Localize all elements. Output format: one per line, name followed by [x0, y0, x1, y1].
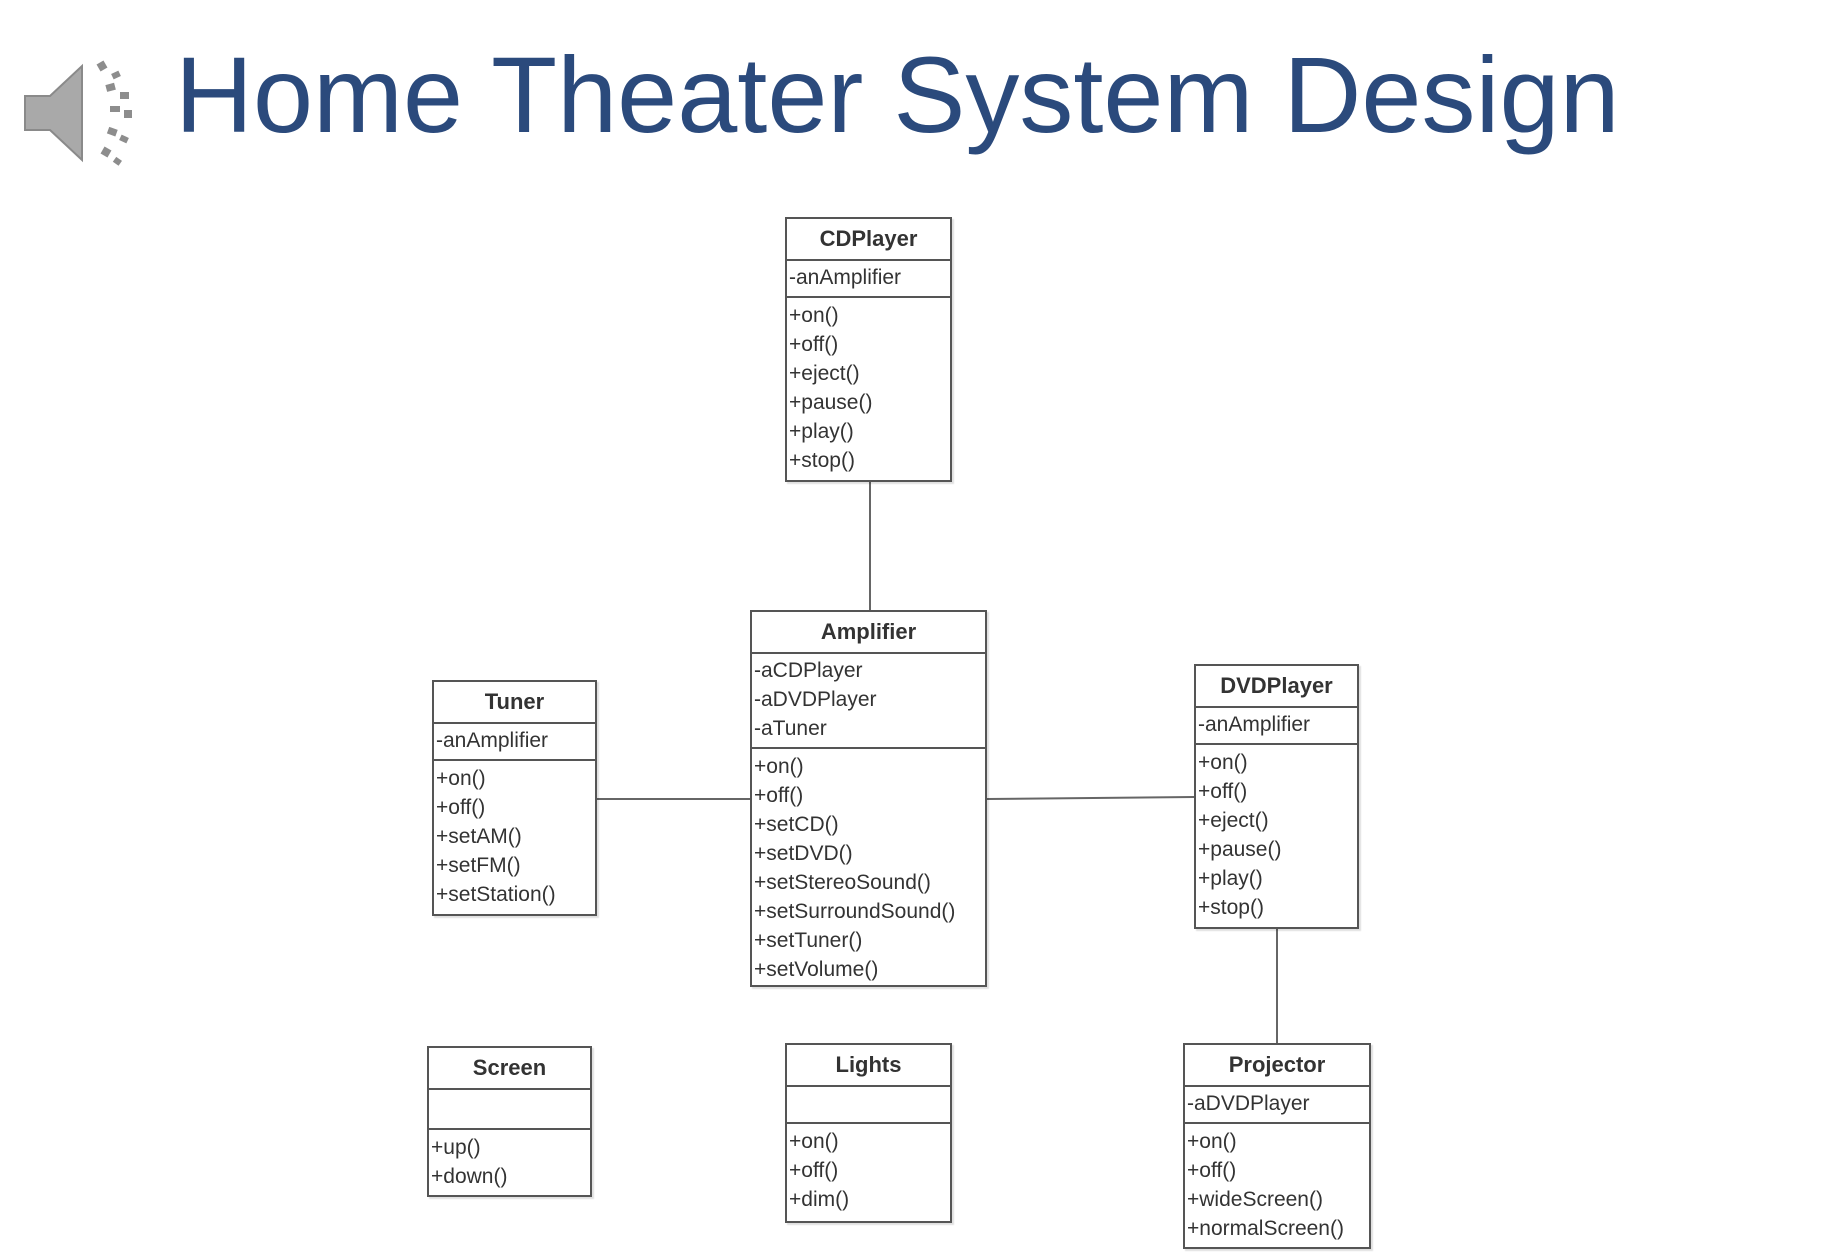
class-attributes: [429, 1090, 590, 1130]
class-projector[interactable]: Projector -aDVDPlayer +on() +off() +wideSc…: [1183, 1043, 1371, 1249]
class-operation: +off(): [754, 784, 804, 807]
class-attribute: -aDVDPlayer: [1187, 1092, 1310, 1115]
class-operation: +setVolume(): [754, 958, 879, 981]
class-operations: +on() +off() +setCD() +setDVD() +setStereoSo…: [752, 749, 985, 987]
amplifier-dvdplayer-association: [986, 796, 1195, 800]
class-operation: +setTuner(): [754, 929, 863, 952]
class-attributes: -anAmplifier: [787, 261, 950, 298]
class-operations: +on() +off() +eject() +pause() +play() +stop(…: [1196, 745, 1357, 925]
class-operation: +stop(): [789, 449, 855, 472]
class-operation: +down(): [431, 1165, 508, 1188]
class-operations: +on() +off() +dim(): [787, 1124, 950, 1217]
class-operation: +setFM(): [436, 854, 521, 877]
class-operation: +off(): [789, 1159, 839, 1182]
class-attribute: -anAmplifier: [436, 729, 549, 752]
class-name: Lights: [787, 1045, 950, 1087]
class-name: DVDPlayer: [1196, 666, 1357, 708]
class-attributes: -anAmplifier: [434, 724, 595, 761]
class-amplifier[interactable]: Amplifier -aCDPlayer -aDVDPlayer -aTuner +…: [750, 610, 987, 987]
class-operation: +on(): [789, 1130, 839, 1153]
class-operations: +on() +off() +setAM() +setFM() +setStation(): [434, 761, 595, 912]
class-attribute: -anAmplifier: [789, 266, 902, 289]
class-operations: +up() +down(): [429, 1130, 590, 1194]
class-attributes: -aDVDPlayer: [1185, 1087, 1369, 1124]
class-operations: +on() +off() +wideScreen() +normalScreen(): [1185, 1124, 1369, 1246]
class-name: Amplifier: [752, 612, 985, 654]
class-operation: +off(): [436, 796, 486, 819]
class-operation: +wideScreen(): [1187, 1188, 1323, 1211]
class-attribute: -aDVDPlayer: [754, 688, 877, 711]
page-title: Home Theater System Design: [175, 34, 1620, 155]
class-operation: +setDVD(): [754, 842, 853, 865]
class-operation: +pause(): [789, 391, 873, 414]
class-cdplayer[interactable]: CDPlayer -anAmplifier +on() +off() +eject(…: [785, 217, 952, 482]
class-operation: +dim(): [789, 1188, 850, 1211]
class-name: CDPlayer: [787, 219, 950, 261]
class-operation: +on(): [1187, 1130, 1237, 1153]
class-attribute: -aCDPlayer: [754, 659, 863, 682]
class-operation: +on(): [436, 767, 486, 790]
class-operation: +pause(): [1198, 838, 1282, 861]
class-operation: +on(): [789, 304, 839, 327]
class-operations: +on() +off() +eject() +pause() +play() +stop(…: [787, 298, 950, 478]
class-lights[interactable]: Lights +on() +off() +dim(): [785, 1043, 952, 1223]
class-attribute: -anAmplifier: [1198, 713, 1311, 736]
class-tuner[interactable]: Tuner -anAmplifier +on() +off() +setAM() +s…: [432, 680, 597, 916]
class-operation: +off(): [789, 333, 839, 356]
class-operation: +setCD(): [754, 813, 839, 836]
class-attribute: -aTuner: [754, 717, 827, 740]
class-operation: +normalScreen(): [1187, 1217, 1344, 1240]
class-operation: +eject(): [789, 362, 860, 385]
class-operation: +setAM(): [436, 825, 522, 848]
class-name: Screen: [429, 1048, 590, 1090]
class-operation: +play(): [1198, 867, 1263, 890]
class-name: Tuner: [434, 682, 595, 724]
class-operation: +off(): [1198, 780, 1248, 803]
class-operation: +on(): [1198, 751, 1248, 774]
class-operation: +eject(): [1198, 809, 1269, 832]
class-attributes: -aCDPlayer -aDVDPlayer -aTuner: [752, 654, 985, 749]
class-attributes: -anAmplifier: [1196, 708, 1357, 745]
class-operation: +stop(): [1198, 896, 1264, 919]
class-dvdplayer[interactable]: DVDPlayer -anAmplifier +on() +off() +eject…: [1194, 664, 1359, 929]
class-operation: +setStereoSound(): [754, 871, 931, 894]
class-operation: +up(): [431, 1136, 481, 1159]
class-operation: +on(): [754, 755, 804, 778]
class-operation: +setSurroundSound(): [754, 900, 956, 923]
class-attributes: [787, 1087, 950, 1124]
class-operation: +play(): [789, 420, 854, 443]
speaker-icon[interactable]: [20, 48, 155, 178]
class-operation: +setStation(): [436, 883, 556, 906]
class-operation: +off(): [1187, 1159, 1237, 1182]
class-screen[interactable]: Screen +up() +down(): [427, 1046, 592, 1197]
class-name: Projector: [1185, 1045, 1369, 1087]
